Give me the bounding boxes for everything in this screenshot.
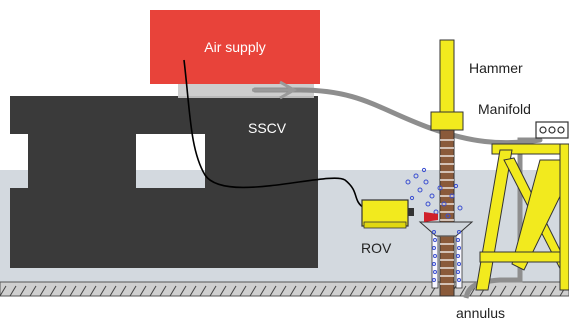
control-line xyxy=(183,59,365,209)
annulus-label: annulus xyxy=(456,305,506,321)
three-port-manifold-icon xyxy=(535,121,569,139)
rov-label: ROV xyxy=(361,240,392,256)
hammer-label: Hammer xyxy=(469,60,523,76)
air-supply-box xyxy=(150,10,320,84)
rov xyxy=(361,199,438,229)
air-supply-label: Air supply xyxy=(204,39,266,55)
air-hose xyxy=(252,87,543,146)
manifold-label: Manifold xyxy=(478,101,531,117)
jacket-structure xyxy=(475,143,569,291)
seabed xyxy=(0,281,569,297)
sscv-label: SSCV xyxy=(248,120,287,136)
sscv-vessel xyxy=(10,96,318,268)
pile xyxy=(439,129,455,297)
arrow-right-icon xyxy=(252,80,298,100)
hammer xyxy=(430,39,464,131)
bubbles xyxy=(405,167,463,282)
nozzle-icon xyxy=(424,212,438,222)
